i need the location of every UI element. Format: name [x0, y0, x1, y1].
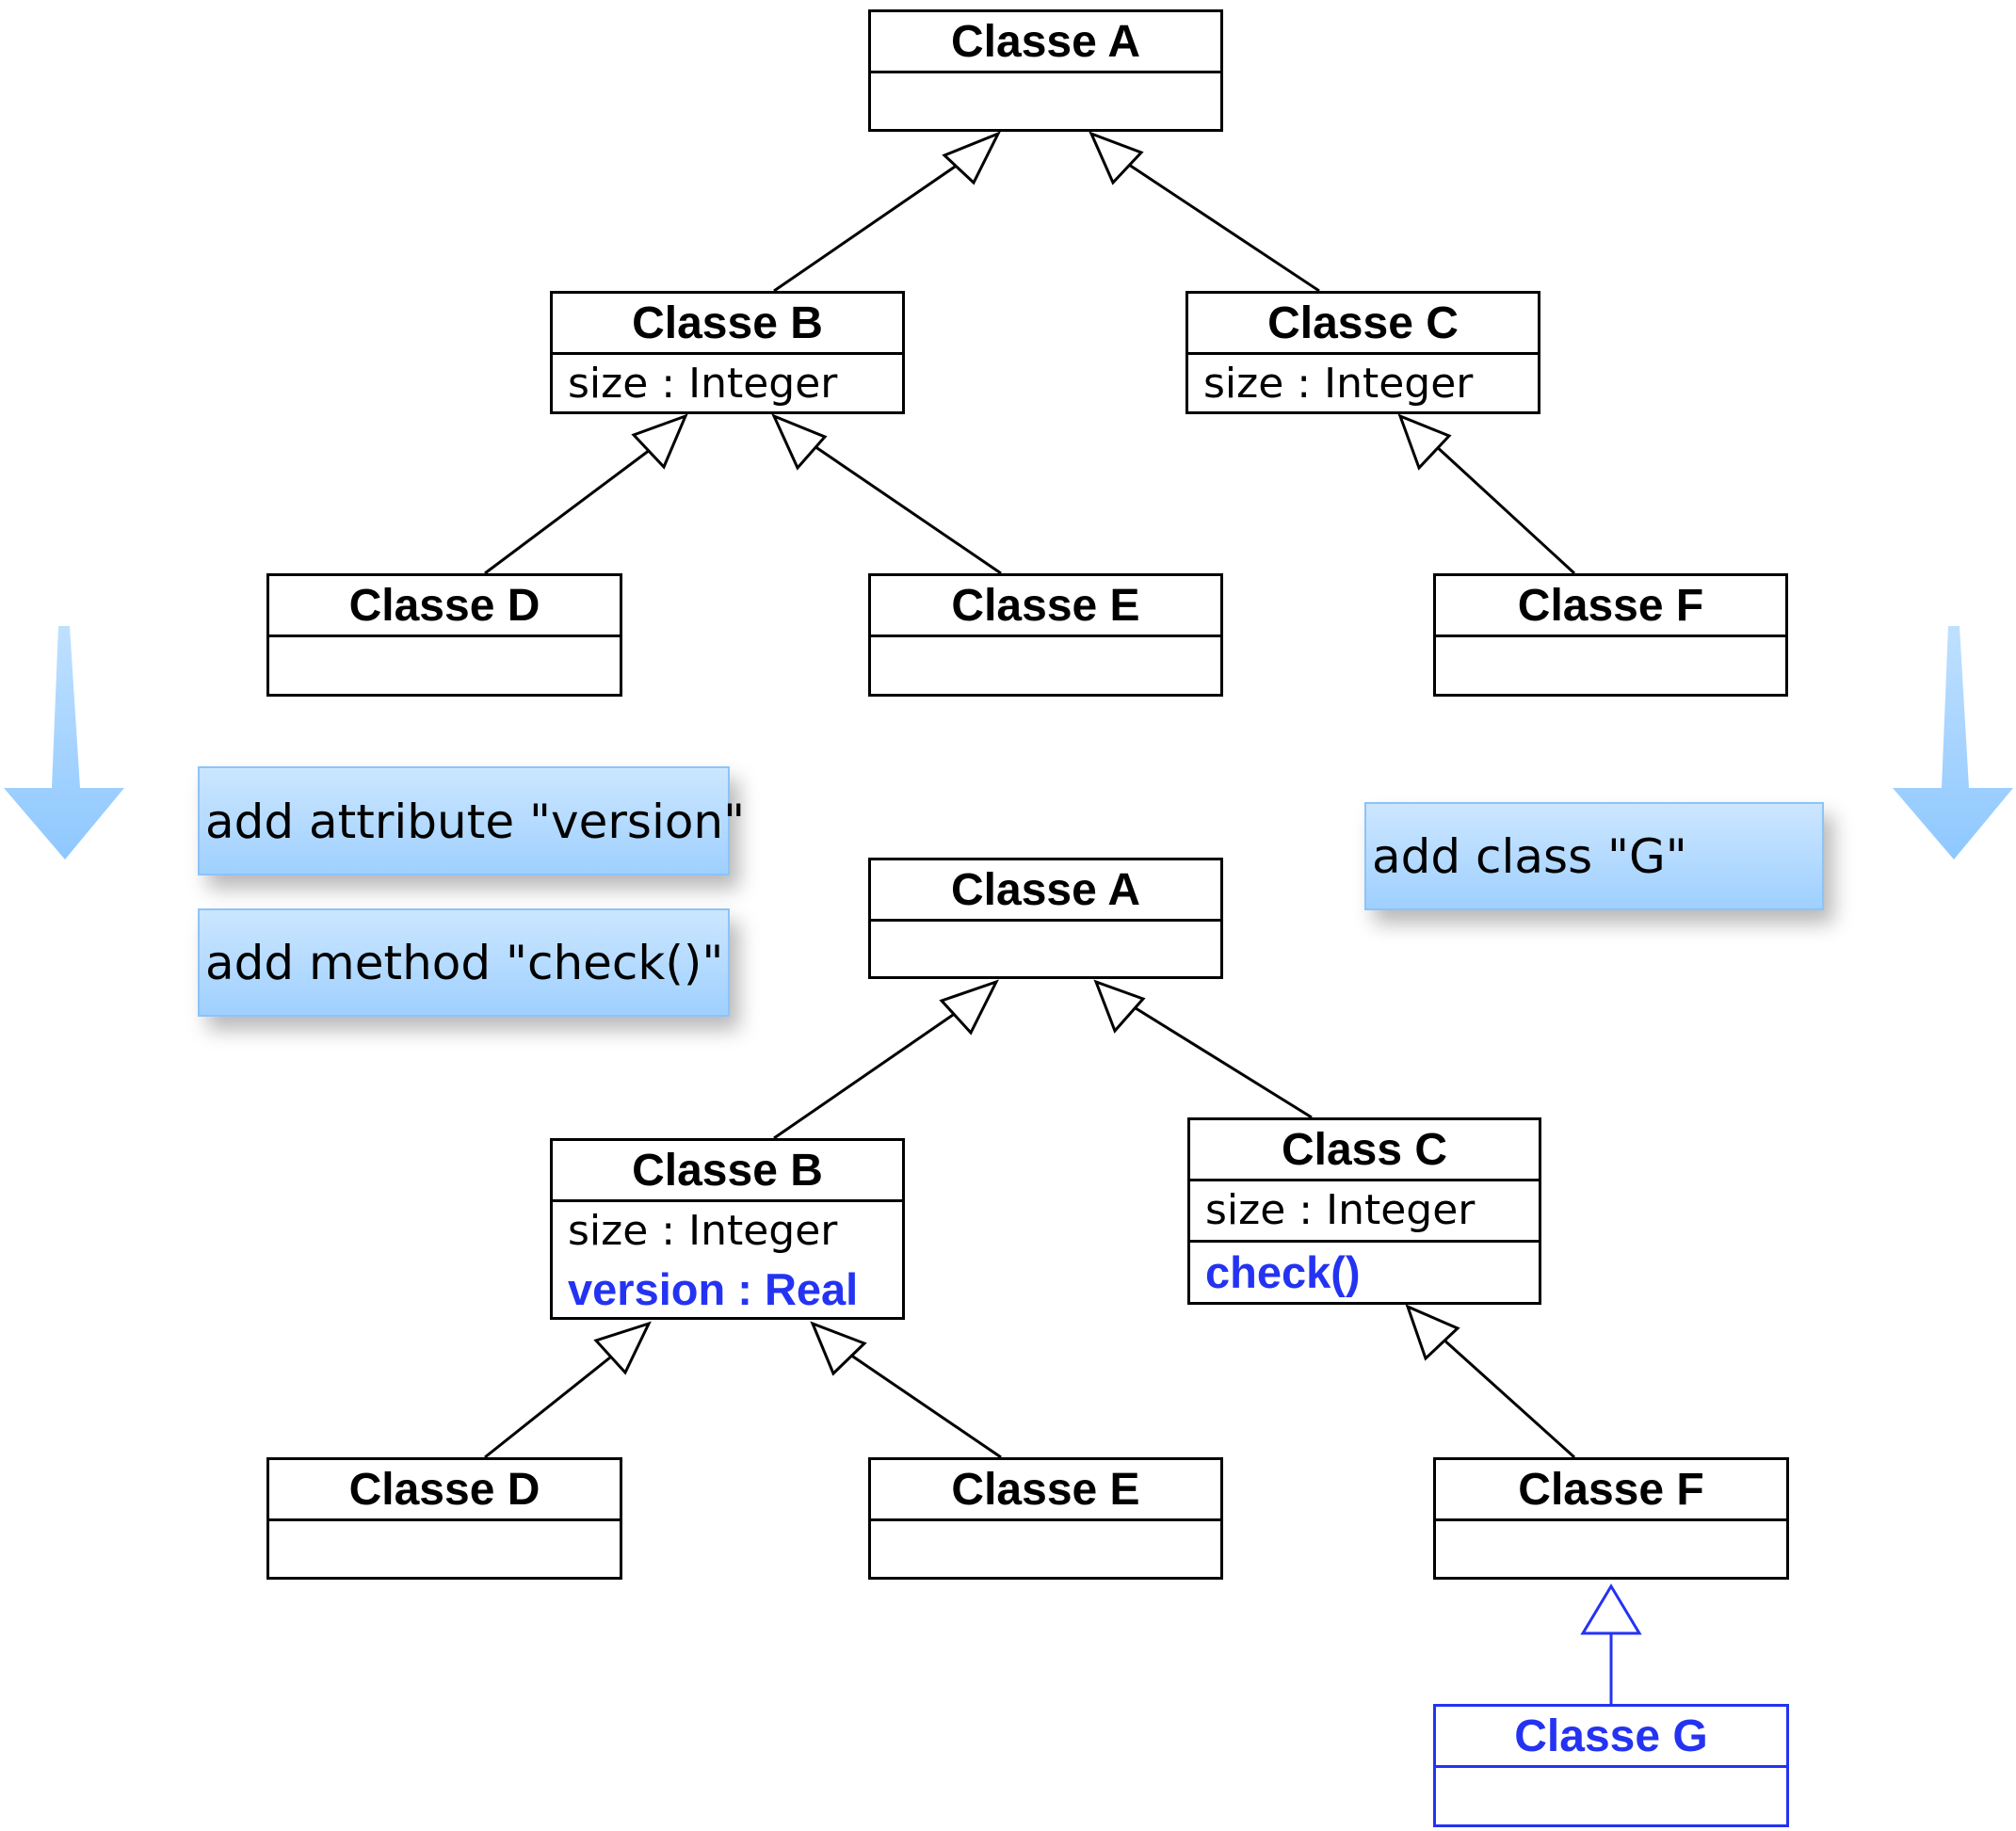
- methods-section: check(): [1190, 1243, 1539, 1303]
- class-name: Classe B: [553, 294, 902, 355]
- class-name: Classe B: [553, 1141, 902, 1202]
- attribute-size: size : Integer: [1205, 1186, 1476, 1234]
- edge-b-a-after: [773, 1011, 957, 1140]
- triangle-head: [631, 413, 688, 470]
- class-name: Class C: [1190, 1120, 1539, 1181]
- class-name: Classe A: [871, 860, 1220, 922]
- edge-e-b-after: [847, 1351, 1002, 1459]
- class-name: Classe D: [269, 576, 620, 637]
- class-name: Classe F: [1436, 1460, 1786, 1521]
- triangle-head: [1397, 413, 1452, 471]
- attribute-version-added: version : Real: [568, 1264, 859, 1314]
- edge-b-a: [773, 163, 959, 293]
- attributes-section: size : Integer: [553, 355, 902, 413]
- down-arrow-icon-left: [4, 626, 124, 859]
- triangle-head-blue: [1580, 1583, 1642, 1635]
- note-add-class: add class "G": [1364, 802, 1824, 910]
- attribute-size: size : Integer: [568, 1207, 838, 1255]
- class-name: Classe F: [1436, 576, 1785, 637]
- class-f-after[interactable]: Classe F: [1433, 1457, 1789, 1580]
- class-c-after[interactable]: Class C size : Integer check(): [1187, 1117, 1541, 1305]
- triangle-head: [771, 413, 828, 471]
- edge-e-b: [811, 442, 1002, 575]
- triangle-head: [1093, 979, 1146, 1034]
- class-e-after[interactable]: Classe E: [868, 1457, 1223, 1580]
- class-b-after[interactable]: Classe B size : Integer version : Real: [550, 1138, 905, 1320]
- triangle-head: [1405, 1304, 1460, 1361]
- class-c-before[interactable]: Classe C size : Integer: [1185, 291, 1540, 414]
- class-d-before[interactable]: Classe D: [266, 573, 622, 697]
- class-g-added[interactable]: Classe G: [1433, 1704, 1789, 1827]
- attributes-section: size : Integer: [1188, 355, 1538, 413]
- edge-c-a: [1125, 161, 1320, 293]
- triangle-head: [942, 131, 1002, 185]
- edge-d-b-after: [484, 1352, 616, 1459]
- triangle-head: [1089, 131, 1144, 185]
- triangle-head: [939, 979, 999, 1036]
- edge-f-c-after: [1441, 1337, 1576, 1459]
- class-name: Classe E: [871, 576, 1220, 637]
- note-add-method: add method "check()": [198, 908, 730, 1017]
- attributes-section: size : Integer version : Real: [553, 1202, 902, 1319]
- attribute-size: size : Integer: [1203, 360, 1474, 408]
- edge-c-a-after: [1127, 1002, 1313, 1119]
- attribute-size: size : Integer: [568, 360, 838, 408]
- class-name: Classe A: [871, 12, 1220, 73]
- class-d-after[interactable]: Classe D: [266, 1457, 622, 1580]
- class-name: Classe E: [871, 1460, 1220, 1521]
- class-name: Classe G: [1436, 1707, 1786, 1768]
- attributes-section: size : Integer: [1190, 1181, 1539, 1243]
- down-arrow-icon-right: [1893, 626, 2013, 859]
- class-f-before[interactable]: Classe F: [1433, 573, 1788, 697]
- class-b-before[interactable]: Classe B size : Integer: [550, 291, 905, 414]
- triangle-head: [593, 1321, 652, 1375]
- triangle-head: [810, 1321, 867, 1376]
- class-e-before[interactable]: Classe E: [868, 573, 1223, 697]
- class-name: Classe D: [269, 1460, 620, 1521]
- note-add-attribute: add attribute "version": [198, 766, 745, 875]
- edge-f-c: [1432, 442, 1576, 575]
- method-check-added: check(): [1205, 1247, 1361, 1297]
- class-a-before[interactable]: Classe A: [868, 9, 1223, 132]
- class-name: Classe C: [1188, 294, 1538, 355]
- class-a-after[interactable]: Classe A: [868, 858, 1223, 979]
- edge-d-b: [484, 448, 651, 575]
